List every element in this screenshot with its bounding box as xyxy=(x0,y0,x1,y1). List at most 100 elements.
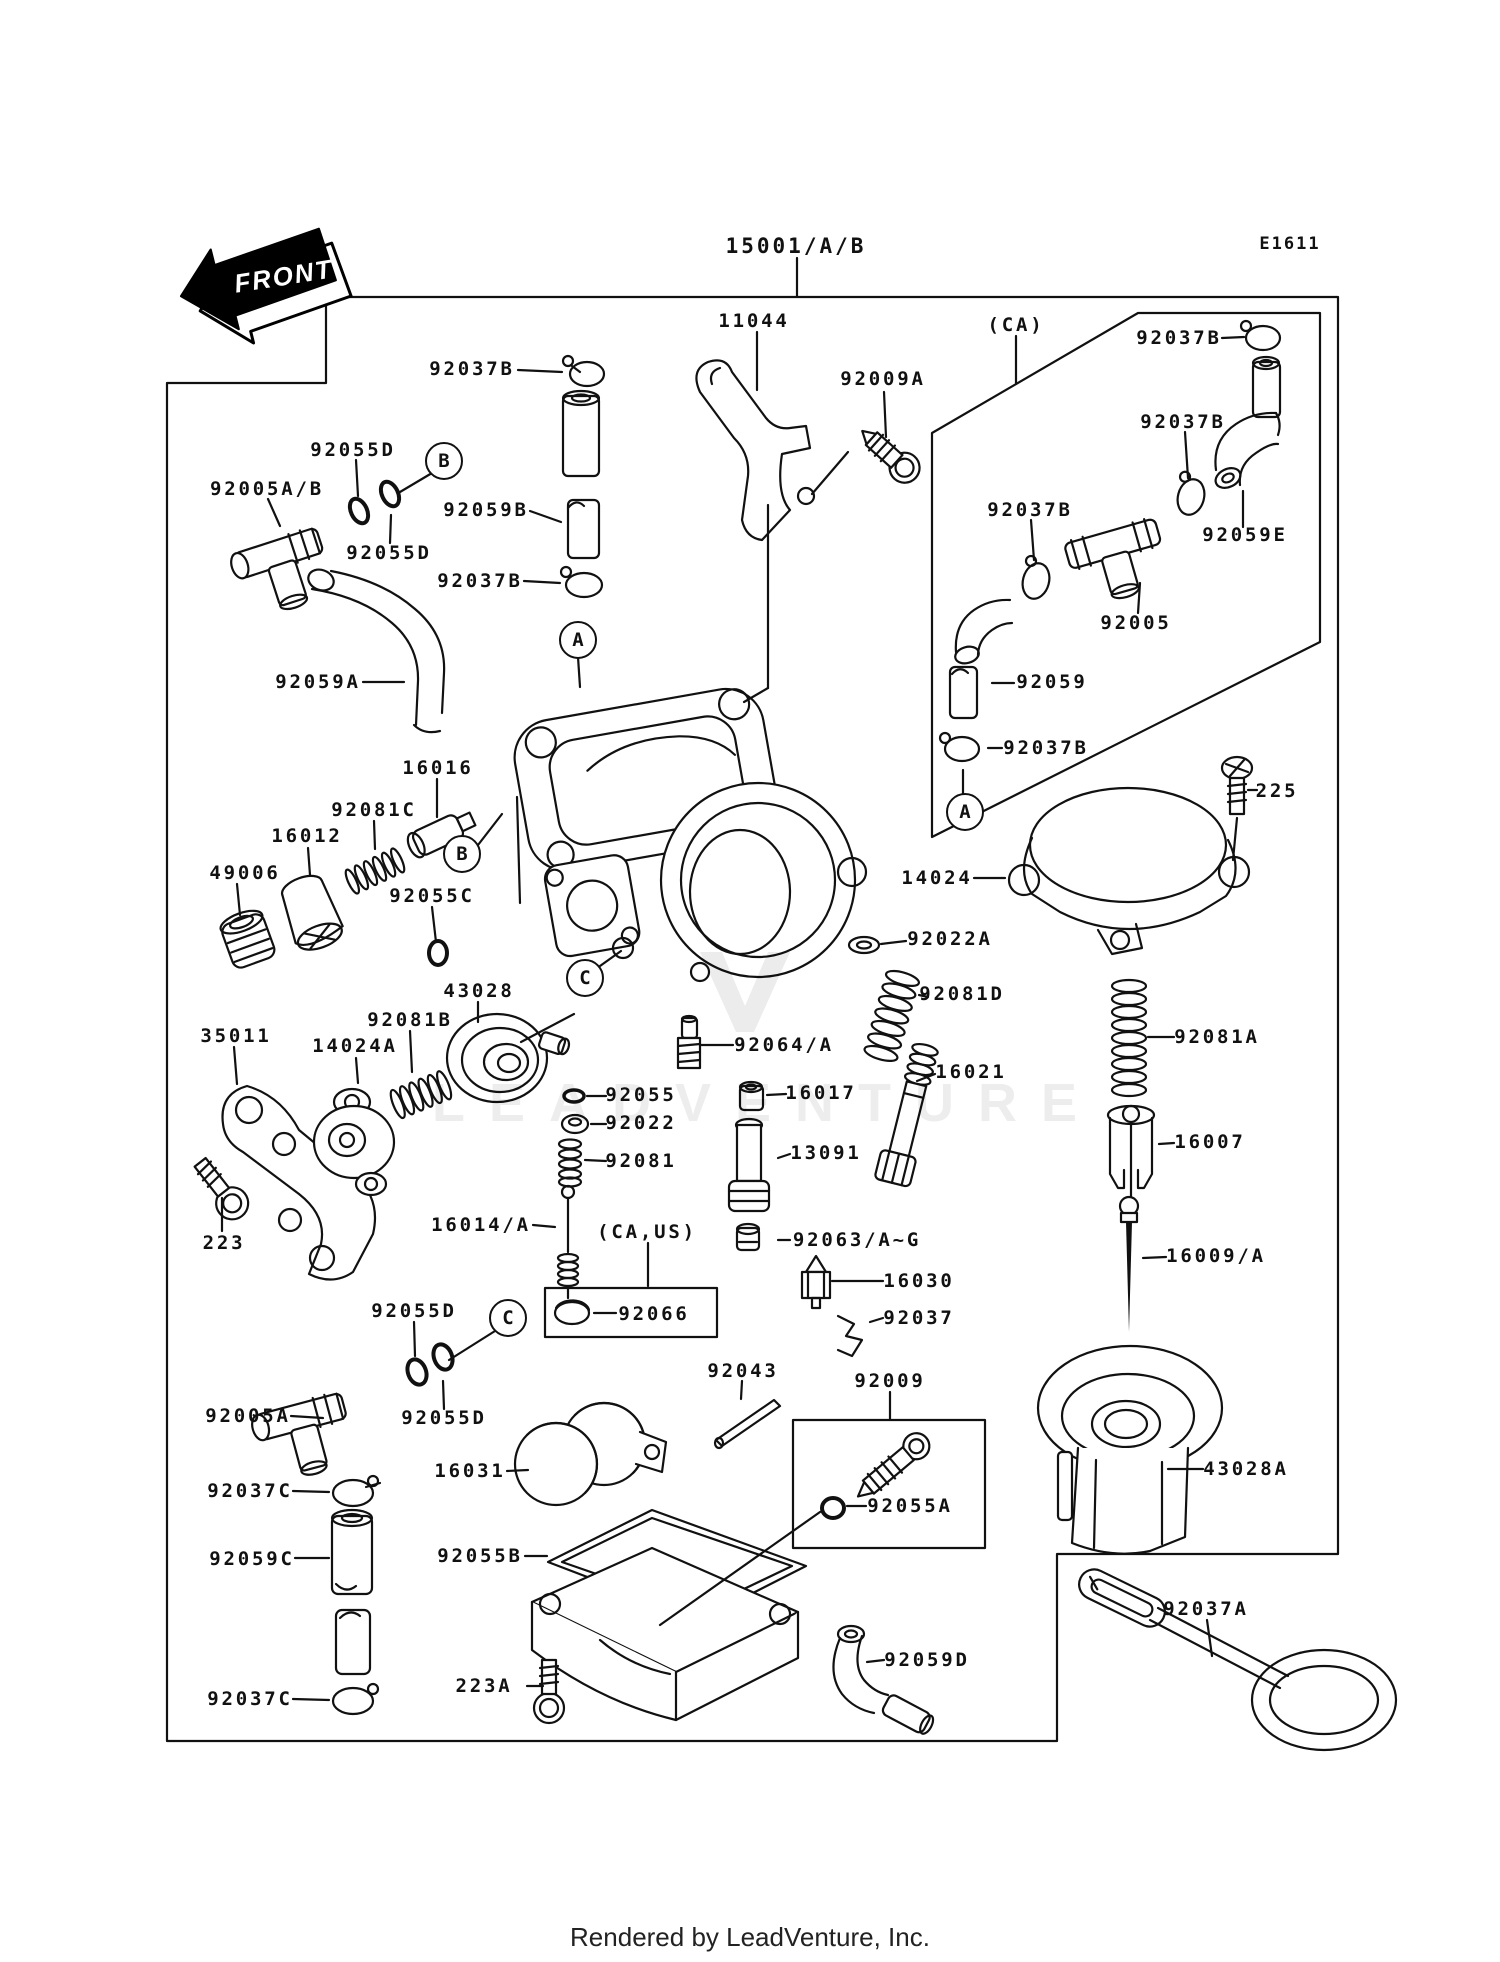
cap-49006 xyxy=(219,909,276,969)
jet-92063 xyxy=(735,1222,761,1252)
part-callout-CAUS[interactable]: (CA,US) xyxy=(597,1221,697,1243)
part-callout-92059B[interactable]: 92059B xyxy=(443,499,529,521)
part-callout-16016[interactable]: 16016 xyxy=(402,757,474,779)
part-callout-16017[interactable]: 16017 xyxy=(785,1082,857,1104)
part-callout-11044[interactable]: 11044 xyxy=(718,310,790,332)
part-callout-92022A[interactable]: 92022A xyxy=(907,928,993,950)
spring-92081 xyxy=(557,1138,583,1188)
part-callout-43028A[interactable]: 43028A xyxy=(1203,1458,1289,1480)
hose-clamp-92037b-ca1 xyxy=(1239,319,1282,352)
hose-clamp-92037c-2 xyxy=(331,1682,380,1716)
part-callout-92055C[interactable]: 92055C xyxy=(389,885,475,907)
part-callout-92037B[interactable]: 92037B xyxy=(437,570,523,592)
hose-clamp-92037b-ca2 xyxy=(1176,470,1206,516)
hose-clamp-92037b-1 xyxy=(561,354,606,388)
part-callout-92009A[interactable]: 92009A xyxy=(840,368,926,390)
hose-clamp-92037b-2 xyxy=(559,565,604,599)
part-callout-92081D[interactable]: 92081D xyxy=(919,983,1005,1005)
part-callout-16009A[interactable]: 16009/A xyxy=(1166,1245,1266,1267)
o-ring-92055d-3 xyxy=(405,1357,429,1387)
o-ring-92055d-4 xyxy=(431,1342,455,1372)
part-callout-49006[interactable]: 49006 xyxy=(209,862,281,884)
t-fitting-92005 xyxy=(1064,518,1162,600)
part-callout-92059C[interactable]: 92059C xyxy=(209,1548,295,1570)
part-callout-92037C[interactable]: 92037C xyxy=(207,1480,293,1502)
spring-92081a xyxy=(1110,978,1148,1098)
tube-92059 xyxy=(948,665,979,720)
tether-92037a xyxy=(1078,1568,1398,1752)
part-callout-92081C[interactable]: 92081C xyxy=(331,799,417,821)
part-callout-92055A[interactable]: 92055A xyxy=(867,1495,953,1517)
o-ring-92055d-2 xyxy=(378,479,402,509)
part-callout-92059A[interactable]: 92059A xyxy=(275,671,361,693)
main-jet-13091 xyxy=(727,1117,771,1213)
part-callout-92055D[interactable]: 92055D xyxy=(310,439,396,461)
part-callout-92081A[interactable]: 92081A xyxy=(1174,1026,1260,1048)
part-callout-43028[interactable]: 43028 xyxy=(443,980,515,1002)
part-callout-92081B[interactable]: 92081B xyxy=(367,1009,453,1031)
part-callout-16007[interactable]: 16007 xyxy=(1174,1131,1246,1153)
needle-holder-16007 xyxy=(1106,1104,1156,1198)
part-callout-92081[interactable]: 92081 xyxy=(605,1150,677,1172)
part-callout-92005AB[interactable]: 92005A/B xyxy=(210,478,324,500)
part-callout-14024A[interactable]: 14024A xyxy=(312,1035,398,1057)
part-callout-92005[interactable]: 92005 xyxy=(1100,612,1172,634)
screw-225 xyxy=(1220,755,1254,816)
part-callout-92063AG[interactable]: 92063/A~G xyxy=(792,1229,922,1251)
assembly-code-label[interactable]: 15001/A/B xyxy=(725,234,867,258)
part-callout-92055D[interactable]: 92055D xyxy=(371,1300,457,1322)
part-callout-92037B[interactable]: 92037B xyxy=(1140,411,1226,433)
part-callout-35011[interactable]: 35011 xyxy=(200,1025,272,1047)
front-direction-arrow: FRONT xyxy=(179,227,353,345)
washer-92022 xyxy=(560,1113,590,1135)
box-92066 xyxy=(543,1286,719,1339)
leadventure-watermark-logo xyxy=(700,952,790,1032)
part-callout-92059D[interactable]: 92059D xyxy=(884,1649,970,1671)
part-callout-92037B[interactable]: 92037B xyxy=(429,358,515,380)
float-pin-92043 xyxy=(713,1398,782,1450)
part-callout-92037B[interactable]: 92037B xyxy=(987,499,1073,521)
footer-credit: Rendered by LeadVenture, Inc. xyxy=(570,1922,930,1952)
part-callout-92055B[interactable]: 92055B xyxy=(437,1545,523,1567)
screw-223a xyxy=(532,1658,566,1725)
part-callout-92055[interactable]: 92055 xyxy=(605,1084,677,1106)
part-callout-92037A[interactable]: 92037A xyxy=(1163,1598,1249,1620)
bracket-35011 xyxy=(221,1084,377,1281)
part-callout-92037C[interactable]: 92037C xyxy=(207,1688,293,1710)
part-callout-CA[interactable]: (CA) xyxy=(987,314,1045,336)
diaphragm-43028 xyxy=(445,1012,571,1104)
spring-92081b xyxy=(389,1070,453,1120)
choke-bracket-11044 xyxy=(695,359,816,542)
part-callout-16030[interactable]: 16030 xyxy=(883,1270,955,1292)
part-callout-16012[interactable]: 16012 xyxy=(271,825,343,847)
part-callout-92059E[interactable]: 92059E xyxy=(1202,524,1288,546)
part-callout-92064A[interactable]: 92064/A xyxy=(734,1034,834,1056)
part-callout-223[interactable]: 223 xyxy=(202,1232,246,1254)
part-callout-92055D[interactable]: 92055D xyxy=(401,1407,487,1429)
part-callout-92022[interactable]: 92022 xyxy=(605,1112,677,1134)
part-callout-92037B[interactable]: 92037B xyxy=(1136,327,1222,349)
part-callout-13091[interactable]: 13091 xyxy=(790,1142,862,1164)
part-callout-92043[interactable]: 92043 xyxy=(707,1360,779,1382)
part-callout-92037B[interactable]: 92037B xyxy=(1003,737,1089,759)
part-callout-92005A[interactable]: 92005A xyxy=(205,1405,291,1427)
part-callout-92055D[interactable]: 92055D xyxy=(346,542,432,564)
part-callout-225[interactable]: 225 xyxy=(1255,780,1299,802)
part-callout-92059[interactable]: 92059 xyxy=(1016,671,1088,693)
hose-clamp-92037b-ca3 xyxy=(1021,554,1051,600)
tube-92059b-2 xyxy=(566,498,601,560)
part-callout-16014A[interactable]: 16014/A xyxy=(431,1214,531,1236)
part-callout-92009[interactable]: 92009 xyxy=(854,1370,926,1392)
part-callout-92066[interactable]: 92066 xyxy=(618,1303,690,1325)
diaphragm-cover-14024 xyxy=(1007,786,1251,956)
part-callout-92037[interactable]: 92037 xyxy=(883,1307,955,1329)
main-border xyxy=(165,295,1340,1743)
part-callout-223A[interactable]: 223A xyxy=(455,1675,513,1697)
hose-clamp-92037c-1 xyxy=(331,1474,382,1508)
part-callout-16031[interactable]: 16031 xyxy=(434,1460,506,1482)
part-callout-14024[interactable]: 14024 xyxy=(901,867,973,889)
pilot-screw-16014a xyxy=(556,1184,580,1300)
washer-92022a xyxy=(847,935,881,955)
part-callout-16021[interactable]: 16021 xyxy=(935,1061,1007,1083)
